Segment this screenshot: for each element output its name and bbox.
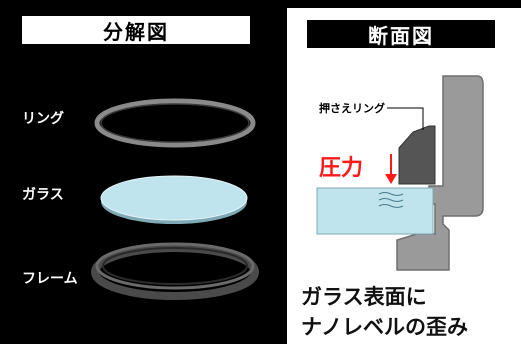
ring-part [94, 98, 256, 148]
caption-line-2: ナノレベルの歪み [301, 315, 468, 339]
callout-leader-line [387, 107, 424, 130]
pressure-label: 圧力 [319, 156, 364, 181]
frame-part [91, 242, 259, 300]
exploded-view-panel: 分解図 リング ガラス フレーム [22, 16, 259, 300]
pressing-ring-callout: 押さえリング [319, 102, 385, 115]
caption-line-1: ガラス表面に [301, 285, 427, 309]
cross-section-title: 断面図 [307, 20, 495, 48]
distortion-waves [378, 192, 404, 208]
pressing-ring-cross-section [398, 125, 436, 185]
exploded-view-title: 分解図 [22, 16, 250, 44]
pressure-arrow [385, 154, 397, 184]
cross-section-panel: 断面図 押さえリング 圧力 ガラス表面に ナノレベルの歪み [287, 8, 521, 344]
cross-section-drawing [316, 75, 484, 271]
distortion-caption: ガラス表面に ナノレベルの歪み [301, 282, 515, 342]
glass-part [100, 175, 248, 224]
frame-label: フレーム [22, 271, 78, 287]
exploded-view-drawing [91, 98, 259, 300]
glass-label: ガラス [22, 187, 64, 203]
ring-label: リング [22, 111, 64, 127]
glass-cross-section [316, 187, 434, 235]
